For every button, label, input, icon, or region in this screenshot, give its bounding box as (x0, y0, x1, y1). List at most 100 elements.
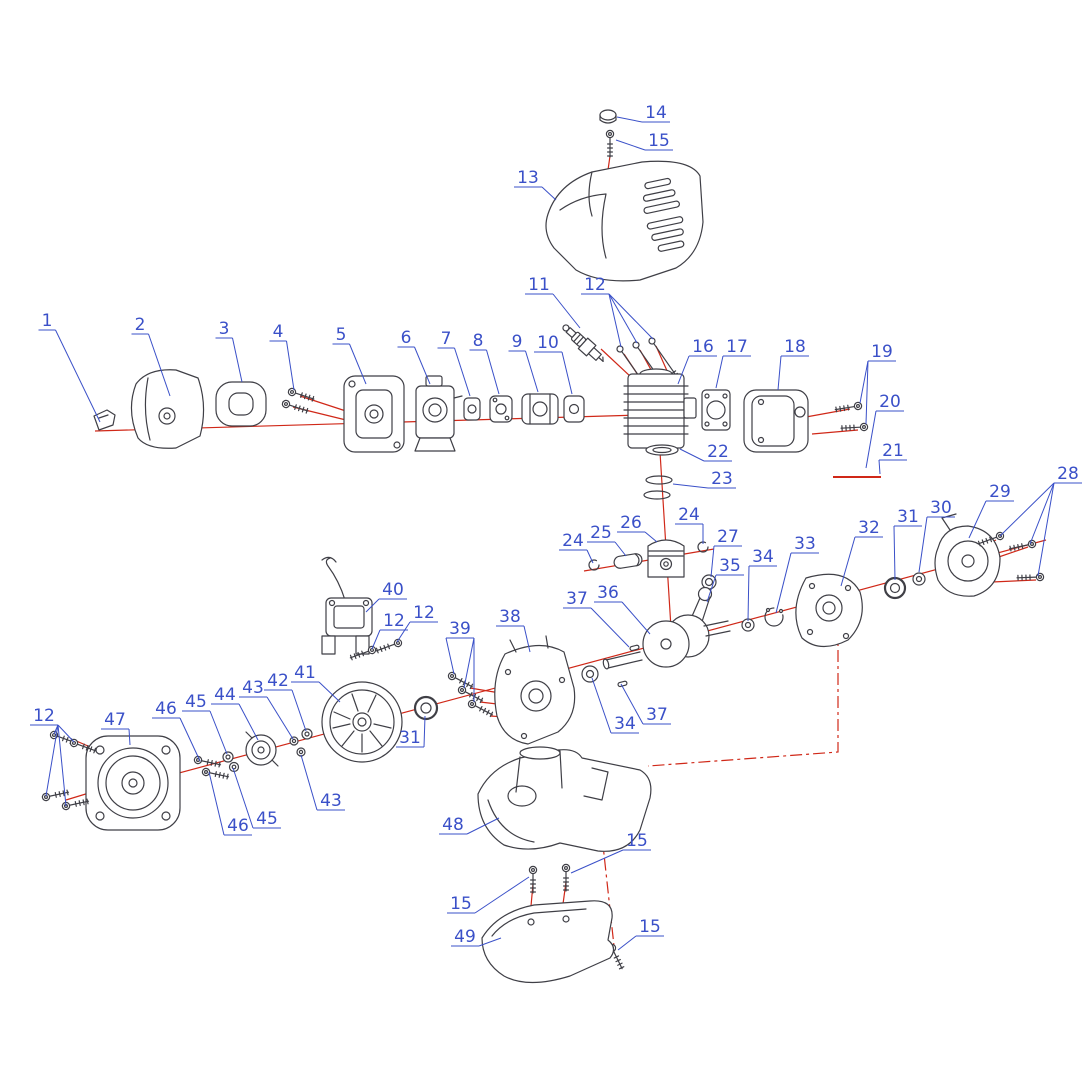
callout-45: 45 (232, 767, 281, 829)
callout-label: 19 (871, 342, 893, 362)
callout-label: 43 (242, 678, 264, 698)
callout-leader-line (57, 724, 67, 807)
callout-label: 34 (752, 547, 774, 567)
callout-49: 49 (451, 927, 502, 947)
callout-7: 7 (437, 329, 471, 397)
callout-leader-line (586, 549, 594, 564)
part-6-carburetor (414, 375, 463, 452)
callout-label: 15 (648, 131, 670, 151)
part-41-flywheel (321, 681, 403, 763)
callout-label: 31 (399, 728, 421, 748)
callout-label: 30 (930, 498, 952, 518)
callout-label: 40 (382, 580, 404, 600)
callout-35: 35 (706, 556, 744, 603)
callout-label: 49 (454, 927, 476, 947)
callout-leader-line (349, 343, 367, 385)
screw-icon (528, 865, 538, 894)
callout-4: 4 (269, 322, 295, 391)
callout-leader-line (840, 536, 856, 587)
callout-leader-line (414, 346, 431, 385)
callout-label: 12 (413, 603, 435, 623)
callout-leader-line (463, 637, 475, 689)
callout-label: 2 (135, 315, 146, 335)
callout-leader-line (1029, 482, 1055, 545)
callout-leader-line (679, 448, 705, 462)
callout-leader-line (615, 139, 646, 151)
callout-label: 12 (584, 275, 606, 295)
callout-leader-line (710, 545, 715, 578)
callout-leader-line (620, 683, 644, 725)
part-23-o-rings (643, 475, 673, 500)
callout-leader-line (45, 724, 59, 797)
callout-leader-line (55, 329, 101, 423)
callout-label: 14 (645, 103, 667, 123)
part-42-washer (301, 728, 313, 740)
callout-26: 26 (617, 513, 658, 543)
part-48-engine-cover (477, 746, 652, 852)
callout-28: 28 (999, 464, 1082, 577)
part-45-washers (222, 751, 240, 773)
callout-46: 46 (152, 699, 201, 762)
callout-leader-line (523, 625, 531, 653)
screw-icon (605, 129, 615, 158)
callout-leader-line (445, 637, 455, 675)
part-11-spark-plug (562, 324, 604, 362)
callout-leader-line (672, 483, 709, 489)
callout-leader-line (775, 552, 792, 614)
callout-leader-line (179, 717, 201, 762)
callout-leader-line (591, 677, 612, 734)
part-8-carburetor-gasket (489, 395, 513, 423)
part-2-air-filter-cover (130, 369, 205, 449)
part-36-crankshaft (602, 614, 731, 670)
callout-leader-line (617, 935, 637, 951)
callout-15: 15 (570, 831, 651, 874)
part-30-washer (912, 572, 926, 586)
callout-16: 16 (677, 337, 717, 385)
part-22-cylinder-base-gasket (645, 444, 679, 456)
callout-label: 12 (33, 706, 55, 726)
screw-icon (561, 863, 571, 892)
callout-label: 38 (499, 607, 521, 627)
callout-24: 24 (675, 505, 704, 544)
callout-label: 25 (590, 523, 612, 543)
callout-label: 42 (267, 671, 289, 691)
callout-leader-line (286, 340, 295, 391)
part-1-clip (93, 409, 116, 431)
part-39-crankcase-screws (446, 670, 495, 719)
callout-leader-line (608, 293, 654, 340)
callout-leader-line (365, 598, 380, 613)
callout-leader-line (893, 525, 896, 581)
part-29-starter-cup (934, 513, 1001, 597)
callout-2: 2 (131, 315, 171, 397)
callout-leader-line (371, 629, 381, 650)
callout-8: 8 (469, 331, 500, 395)
callout-leader-line (570, 849, 624, 874)
part-19-muffler-screws (834, 401, 869, 433)
callout-label: 7 (441, 329, 452, 349)
callout-leader-line (238, 703, 259, 741)
callout-label: 4 (273, 322, 284, 342)
callout-15: 15 (617, 917, 664, 951)
callout-label: 12 (383, 611, 405, 631)
callout-12: 12 (30, 706, 75, 807)
callout-leader-line (525, 350, 539, 393)
callout-leader-line (552, 293, 581, 329)
callout-32: 32 (840, 518, 883, 587)
part-5-filter-base-plate (343, 375, 405, 453)
callout-leader-line (865, 410, 877, 469)
callout-47: 47 (101, 710, 131, 746)
callout-label: 6 (401, 328, 412, 348)
callout-label: 21 (882, 441, 904, 461)
callout-34: 34 (591, 677, 639, 734)
callout-label: 20 (879, 392, 901, 412)
callout-25: 25 (587, 523, 627, 557)
callout-48: 48 (439, 815, 500, 835)
callout-15: 15 (615, 131, 673, 151)
part-33-retaining-clip (764, 607, 784, 627)
callout-1: 1 (38, 311, 101, 423)
callout-19: 19 (859, 342, 896, 425)
callout-43: 43 (300, 754, 345, 811)
callout-12: 12 (581, 275, 654, 348)
callout-37: 37 (620, 683, 671, 725)
